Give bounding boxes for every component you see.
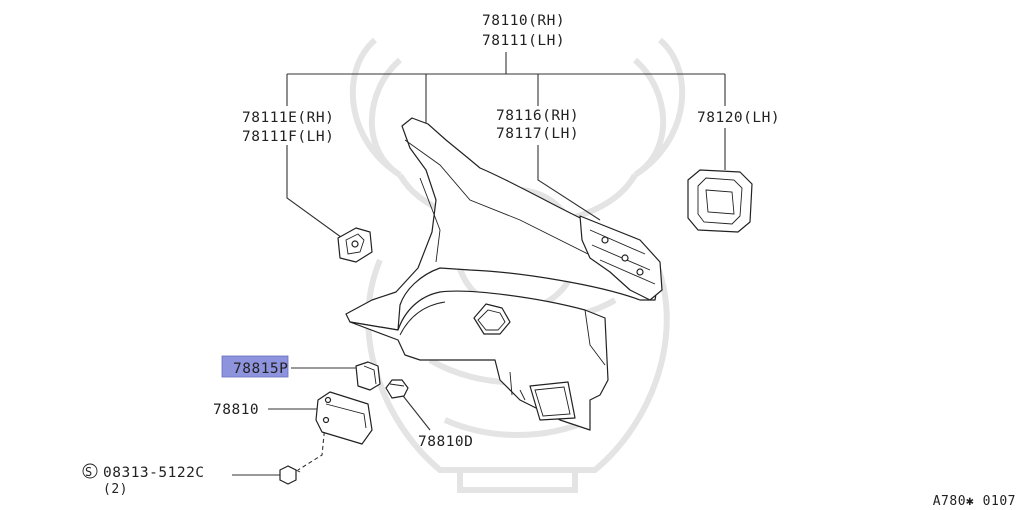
label-78810: 78810 [213, 402, 259, 418]
label-78116-rh: 78116(RH) [496, 108, 579, 124]
label-screw-quantity: (2) [103, 482, 128, 497]
fuel-filler-housing [687, 169, 753, 233]
bracket-part [337, 227, 373, 263]
figure-code: A780✱ 0107 [933, 494, 1016, 509]
label-78120-lh: 78120(LH) [697, 110, 780, 126]
filler-lid-cover [315, 391, 373, 445]
label-78815-highlighted[interactable]: 78815P [233, 361, 288, 377]
screw-symbol-circle [82, 463, 98, 479]
label-78111-lh: 78111(LH) [482, 33, 565, 49]
screw-part [279, 465, 301, 485]
screw-symbol-letter: S [85, 465, 93, 479]
inner-panel-piece [579, 215, 663, 301]
quarter-panel [345, 117, 659, 431]
label-78110-rh: 78110(RH) [482, 13, 565, 29]
label-78111f-lh: 78111F(LH) [242, 129, 334, 145]
label-78815-suffix: P [279, 361, 288, 377]
leader-lines [232, 52, 726, 476]
clip-part [355, 361, 381, 391]
label-78111e-rh: 78111E(RH) [242, 110, 334, 126]
label-78815-number: 78815 [233, 361, 279, 377]
label-screw-part-number: 08313-5122C [103, 465, 205, 481]
bumper-part [385, 379, 409, 399]
label-78117-lh: 78117(LH) [496, 126, 579, 142]
label-78810d: 78810D [418, 434, 473, 450]
highlight-box [221, 355, 289, 378]
